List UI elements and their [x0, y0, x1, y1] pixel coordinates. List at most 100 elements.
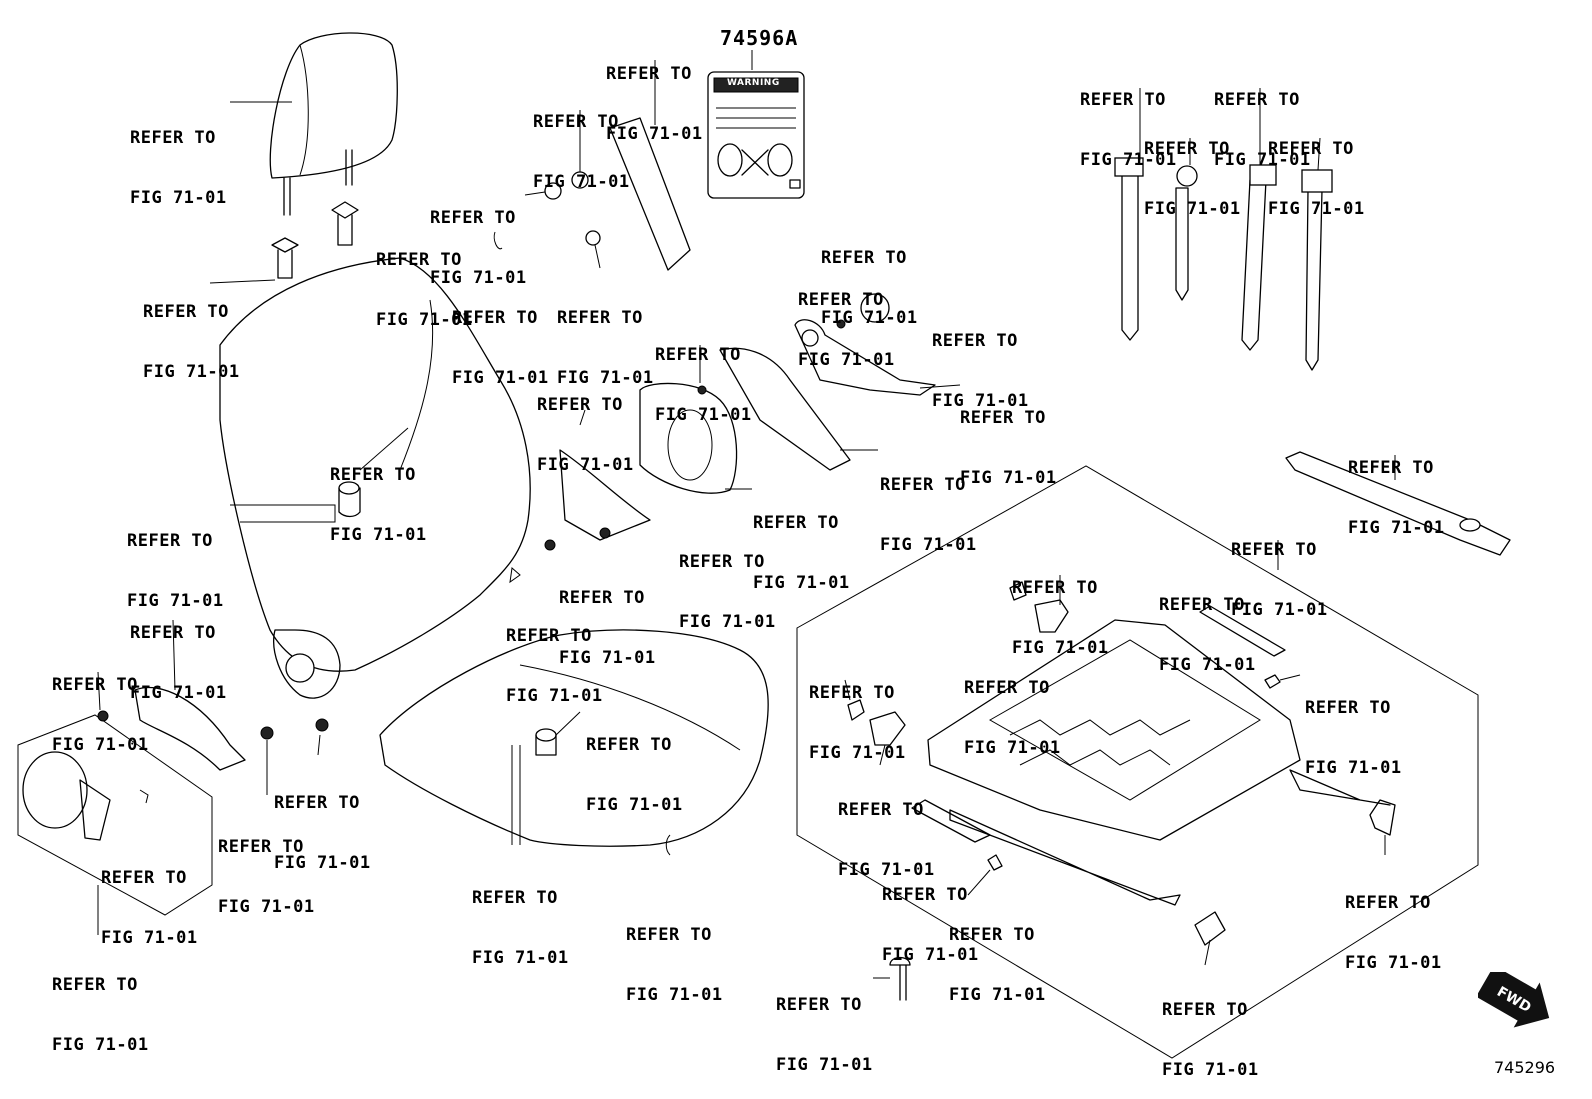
callout-line2: FIG 71-01: [1144, 199, 1241, 219]
callout-plate-bottom: REFER TO FIG 71-01: [882, 845, 979, 1005]
callout-line2: FIG 71-01: [376, 310, 473, 330]
callout-hinge-cover: REFER TO FIG 71-01: [130, 583, 227, 743]
callout-hook-a: REFER TO FIG 71-01: [1012, 538, 1109, 698]
callout-bolt-c: REFER TO FIG 71-01: [559, 548, 656, 708]
callout-nut: REFER TO FIG 71-01: [557, 268, 654, 428]
callout-line2: FIG 71-01: [52, 1035, 149, 1055]
cable-ties: [1114, 157, 1333, 371]
callout-line2: FIG 71-01: [753, 573, 850, 593]
callout-line2: FIG 71-01: [557, 368, 654, 388]
callout-line2: FIG 71-01: [821, 308, 918, 328]
callout-line2: FIG 71-01: [880, 535, 977, 555]
headrest-guides: [271, 201, 359, 279]
callout-line1: REFER TO: [130, 128, 216, 148]
callout-line2: FIG 71-01: [130, 683, 227, 703]
callout-line1: REFER TO: [960, 408, 1046, 428]
callout-line1: REFER TO: [1348, 458, 1434, 478]
callout-line2: FIG 71-01: [533, 172, 630, 192]
side-shields: [559, 117, 936, 541]
callout-line1: REFER TO: [809, 683, 895, 703]
callout-tie-4: REFER TO FIG 71-01: [1268, 99, 1365, 259]
callout-line2: FIG 71-01: [274, 853, 371, 873]
callout-line1: REFER TO: [880, 475, 966, 495]
callout-line1: REFER TO: [218, 837, 304, 857]
callout-hook: REFER TO FIG 71-01: [506, 586, 603, 746]
callout-line2: FIG 71-01: [1231, 600, 1328, 620]
callout-seatback: REFER TO FIG 71-01: [127, 491, 224, 651]
callout-bracket-bottom: REFER TO FIG 71-01: [1162, 960, 1259, 1099]
callout-clip: REFER TO FIG 71-01: [537, 355, 634, 515]
callout-line2: FIG 71-01: [964, 738, 1061, 758]
callout-line1: REFER TO: [101, 868, 187, 888]
figure-number: 745296: [1494, 1058, 1556, 1077]
callout-line1: REFER TO: [838, 800, 924, 820]
callout-line1: REFER TO: [1231, 540, 1317, 560]
callout-line2: FIG 71-01: [1162, 1060, 1259, 1080]
callout-line2: FIG 71-01: [949, 985, 1046, 1005]
callout-shield-top: REFER TO FIG 71-01: [606, 24, 703, 184]
callout-ring: REFER TO FIG 71-01: [452, 268, 549, 428]
callout-line1: REFER TO: [506, 626, 592, 646]
callout-line1: REFER TO: [557, 308, 643, 328]
callout-line2: FIG 71-01: [1305, 758, 1402, 778]
callout-line2: FIG 71-01: [838, 860, 935, 880]
callout-line2: FIG 71-01: [932, 391, 1029, 411]
callout-cap: REFER TO FIG 71-01: [533, 72, 630, 232]
callout-line1: REFER TO: [452, 308, 538, 328]
callout-bracket-right: REFER TO FIG 71-01: [1345, 853, 1442, 1013]
seat-frame-box: [796, 465, 1479, 1059]
callout-cap-left: REFER TO FIG 71-01: [430, 168, 527, 328]
callout-screw-b: REFER TO FIG 71-01: [655, 305, 752, 465]
callout-line1: REFER TO: [1012, 578, 1098, 598]
callout-line1: REFER TO: [376, 250, 462, 270]
callout-screw-d: REFER TO FIG 71-01: [52, 635, 149, 795]
fwd-arrow-icon: FWD: [1476, 965, 1558, 1034]
callout-line1: REFER TO: [586, 735, 672, 755]
callout-line1: REFER TO: [776, 995, 862, 1015]
callout-line1: REFER TO: [274, 793, 360, 813]
callout-cushion: REFER TO FIG 71-01: [472, 848, 569, 1008]
callout-tie-2: REFER TO FIG 71-01: [1144, 99, 1241, 259]
seat-rail: [1285, 451, 1511, 556]
callout-line1: REFER TO: [430, 208, 516, 228]
callout-clip-f: REFER TO FIG 71-01: [949, 885, 1046, 1045]
callout-line2: FIG 71-01: [606, 124, 703, 144]
callout-ring-lower: REFER TO FIG 71-01: [626, 885, 723, 1045]
callout-line2: FIG 71-01: [1268, 199, 1365, 219]
callout-line1: REFER TO: [1162, 1000, 1248, 1020]
callout-wire: REFER TO FIG 71-01: [821, 208, 918, 368]
callout-line2: FIG 71-01: [1214, 150, 1311, 170]
callout-line1: REFER TO: [882, 885, 968, 905]
callout-line1: REFER TO: [330, 465, 416, 485]
callout-rail: REFER TO FIG 71-01: [1348, 418, 1445, 578]
callout-guide-right: REFER TO FIG 71-01: [376, 210, 473, 370]
callout-line2: FIG 71-01: [472, 948, 569, 968]
callout-knob: REFER TO FIG 71-01: [932, 291, 1029, 451]
callout-bolt-e: REFER TO FIG 71-01: [274, 753, 371, 913]
callout-shield-lower: REFER TO FIG 71-01: [52, 935, 149, 1095]
warning-text: WARNING: [727, 78, 780, 88]
callout-shield-outer: REFER TO FIG 71-01: [880, 435, 977, 595]
callout-line2: FIG 71-01: [559, 648, 656, 668]
callout-line2: FIG 71-01: [52, 735, 149, 755]
callout-line1: REFER TO: [143, 302, 229, 322]
callout-line2: FIG 71-01: [809, 743, 906, 763]
callout-line2: FIG 71-01: [626, 985, 723, 1005]
callout-line2: FIG 71-01: [798, 350, 895, 370]
callout-line2: FIG 71-01: [506, 686, 603, 706]
callout-line2: FIG 71-01: [586, 795, 683, 815]
callout-clip-c: REFER TO FIG 71-01: [1305, 658, 1402, 818]
callout-line1: REFER TO: [964, 678, 1050, 698]
recliner-cover: [17, 686, 246, 935]
callout-clip-b: REFER TO FIG 71-01: [964, 638, 1061, 798]
callout-line2: FIG 71-01: [101, 928, 198, 948]
callout-line1: REFER TO: [1214, 90, 1300, 110]
callout-line1: REFER TO: [606, 64, 692, 84]
callout-line1: REFER TO: [1080, 90, 1166, 110]
callout-line1: REFER TO: [626, 925, 712, 945]
callout-line2: FIG 71-01: [330, 525, 427, 545]
callout-line1: REFER TO: [472, 888, 558, 908]
callout-line1: REFER TO: [655, 345, 741, 365]
callout-line1: REFER TO: [753, 513, 839, 533]
